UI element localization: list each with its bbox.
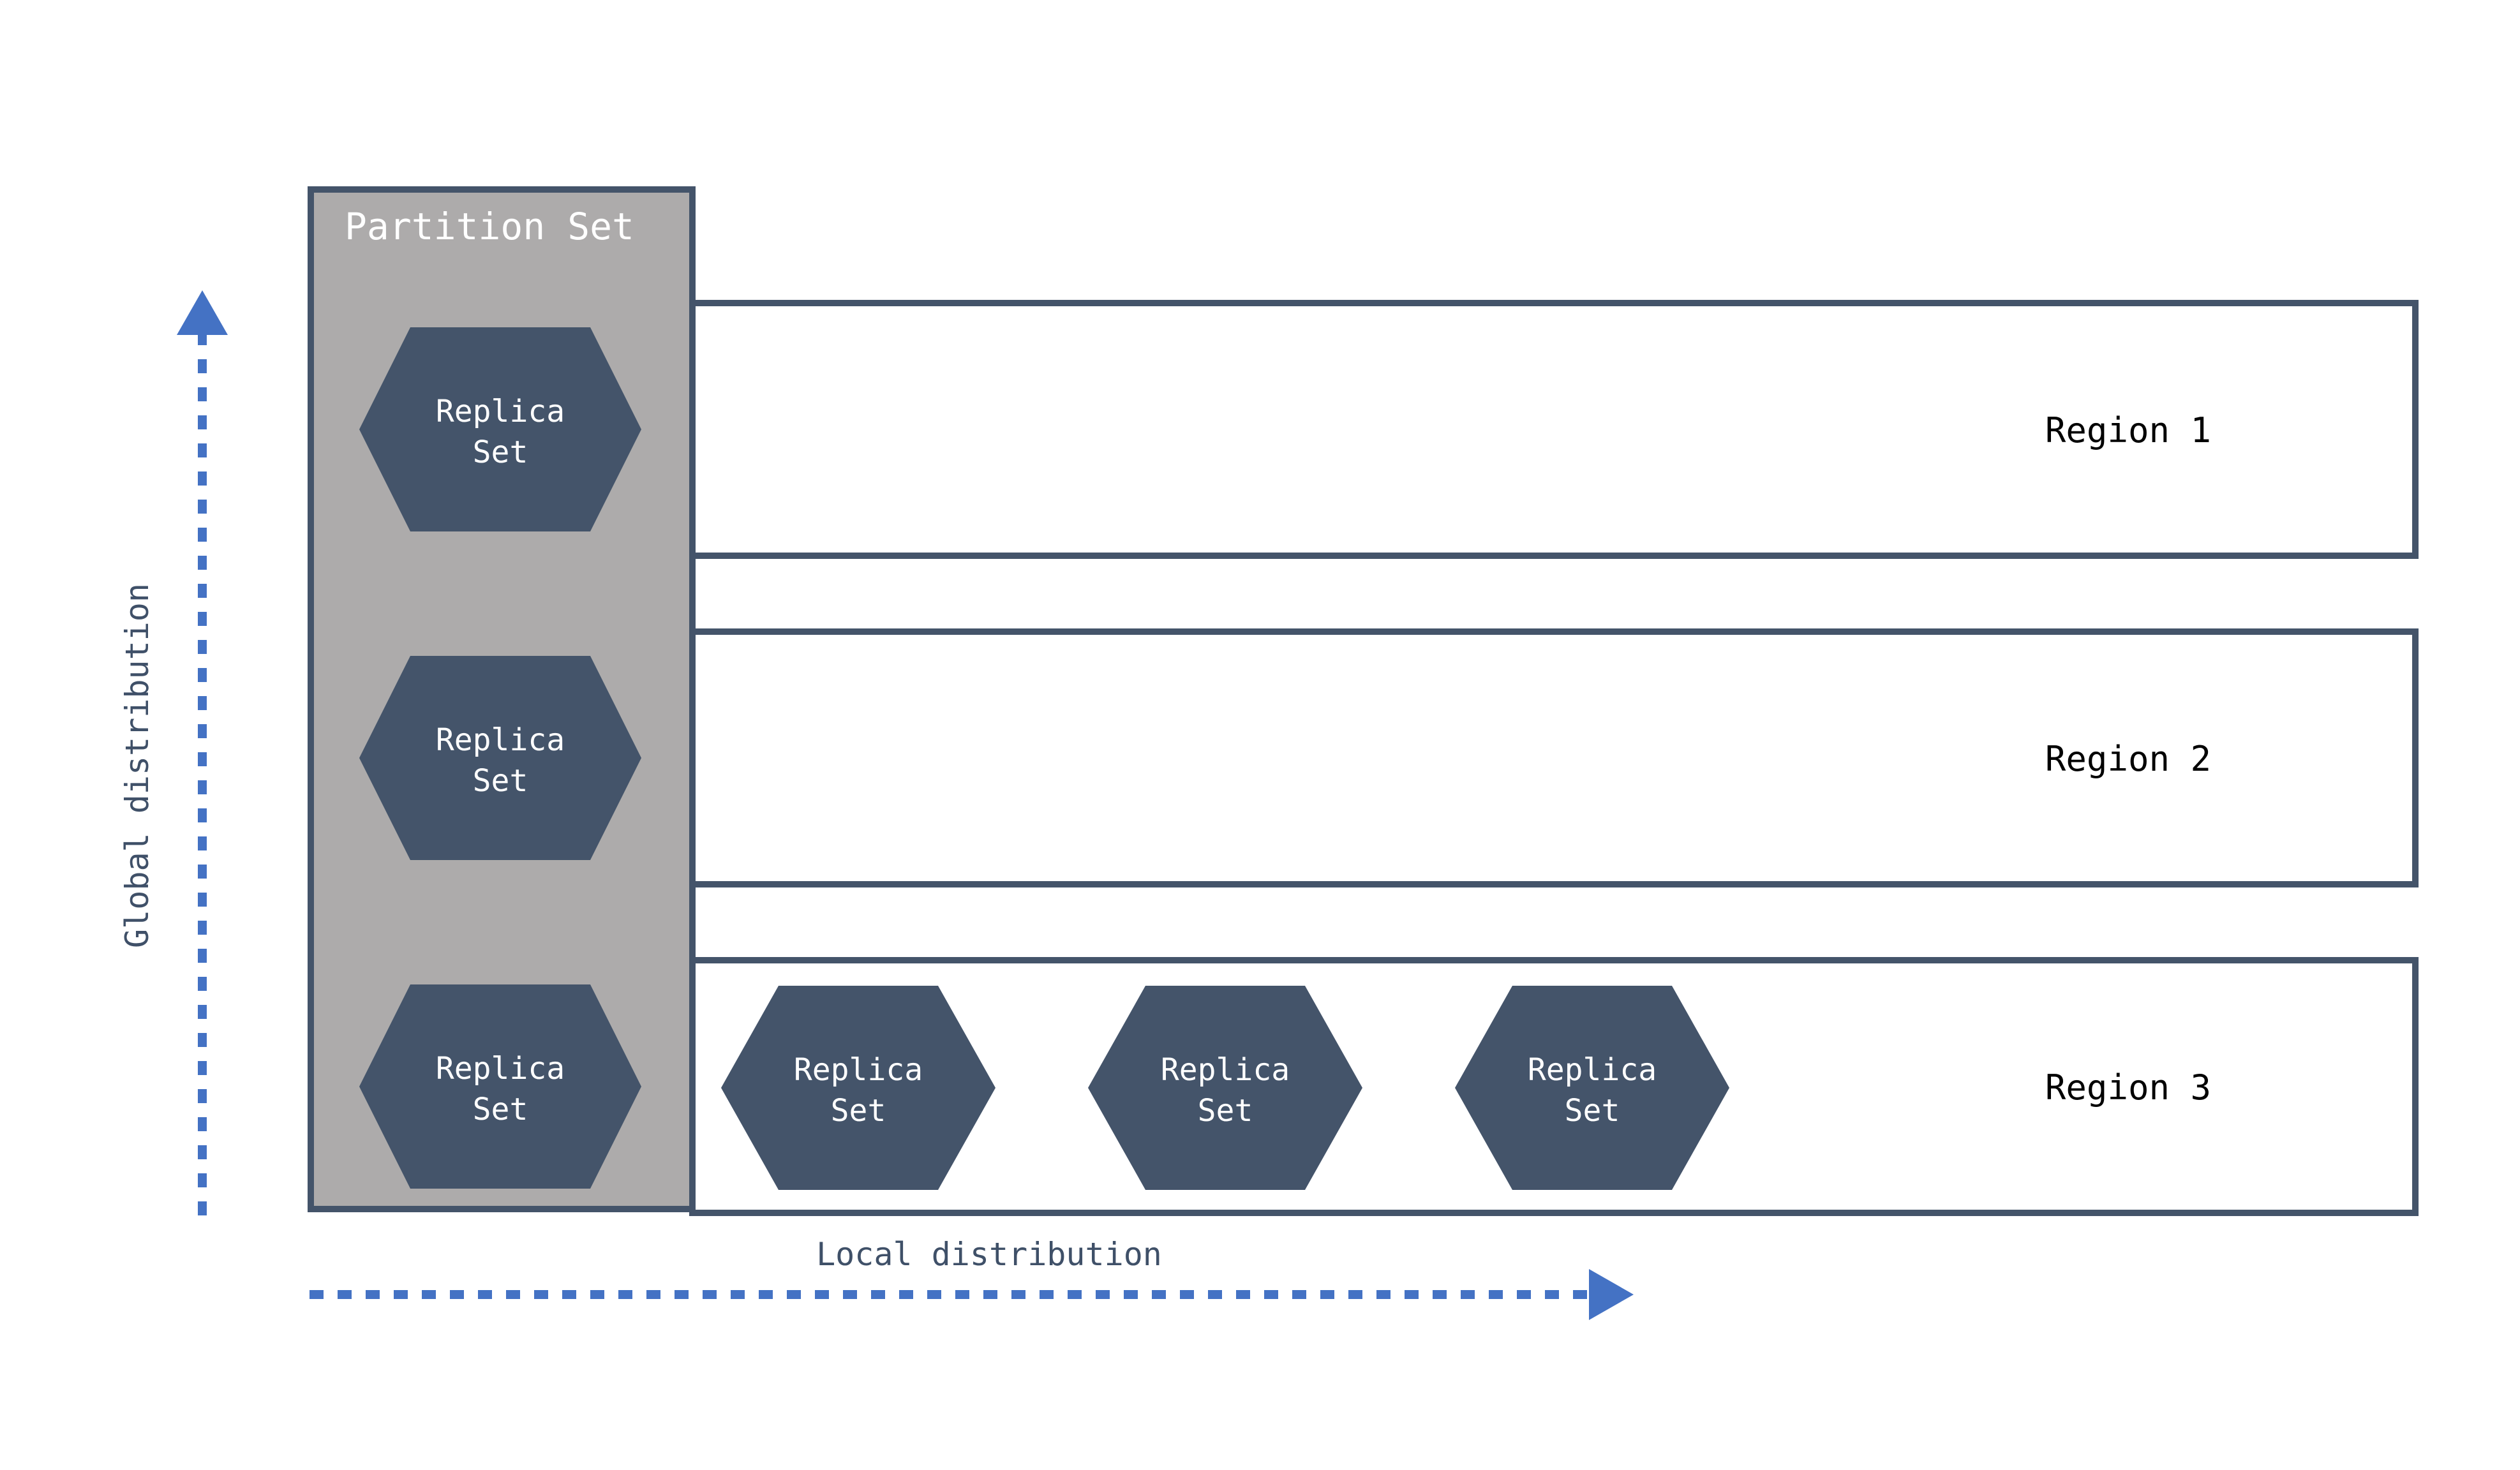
hexagon-shape bbox=[359, 327, 641, 531]
global-distribution-label: Global distribution bbox=[119, 583, 156, 948]
local-distribution-label: Local distribution bbox=[816, 1236, 1162, 1273]
local-node-1-label-line1: Replica bbox=[794, 1052, 923, 1088]
hexagon-shape bbox=[359, 984, 641, 1189]
arrow-right-icon bbox=[1589, 1269, 1634, 1320]
region-label-3: Region 3 bbox=[2045, 1067, 2211, 1108]
region-box-2[interactable] bbox=[689, 628, 2419, 887]
local-node-2-label-line1: Replica bbox=[1161, 1052, 1290, 1088]
hexagon-shape bbox=[721, 986, 995, 1190]
partition-set-title: Partition Set bbox=[345, 205, 634, 248]
list-item[interactable]: Replica Set bbox=[359, 984, 641, 1189]
region-box-1[interactable] bbox=[689, 300, 2419, 559]
arrow-up-icon bbox=[177, 290, 228, 335]
partition-node-3-label-line1: Replica bbox=[436, 1051, 565, 1087]
local-replica-nodes: Replica Set Replica Set Replica Set bbox=[721, 986, 1729, 1190]
partition-node-2-label-line2: Set bbox=[473, 763, 528, 799]
list-item[interactable]: Replica Set bbox=[359, 327, 641, 531]
local-node-3-label-line1: Replica bbox=[1528, 1052, 1657, 1088]
partition-node-3-label-line2: Set bbox=[473, 1092, 528, 1127]
local-node-2-label-line2: Set bbox=[1198, 1093, 1253, 1129]
global-distribution-axis: Global distribution bbox=[119, 290, 228, 1215]
partition-node-1-label-line2: Set bbox=[473, 434, 528, 470]
region-label-2: Region 2 bbox=[2045, 739, 2211, 779]
list-item[interactable]: Replica Set bbox=[1088, 986, 1362, 1190]
list-item[interactable]: Replica Set bbox=[359, 656, 641, 860]
hexagon-shape bbox=[1455, 986, 1729, 1190]
partition-replica-nodes: Replica Set Replica Set Replica Set bbox=[359, 327, 641, 1189]
partition-node-2-label-line1: Replica bbox=[436, 722, 565, 758]
local-node-3-label-line2: Set bbox=[1565, 1093, 1620, 1129]
hexagon-shape bbox=[359, 656, 641, 860]
region-labels: Region 1 Region 2 Region 3 bbox=[2045, 410, 2211, 1108]
local-node-1-label-line2: Set bbox=[831, 1093, 886, 1129]
list-item[interactable]: Replica Set bbox=[1455, 986, 1729, 1190]
local-distribution-axis: Local distribution bbox=[309, 1236, 1634, 1320]
partition-node-1-label-line1: Replica bbox=[436, 394, 565, 429]
list-item[interactable]: Replica Set bbox=[721, 986, 995, 1190]
region-label-1: Region 1 bbox=[2045, 410, 2211, 450]
hexagon-shape bbox=[1088, 986, 1362, 1190]
